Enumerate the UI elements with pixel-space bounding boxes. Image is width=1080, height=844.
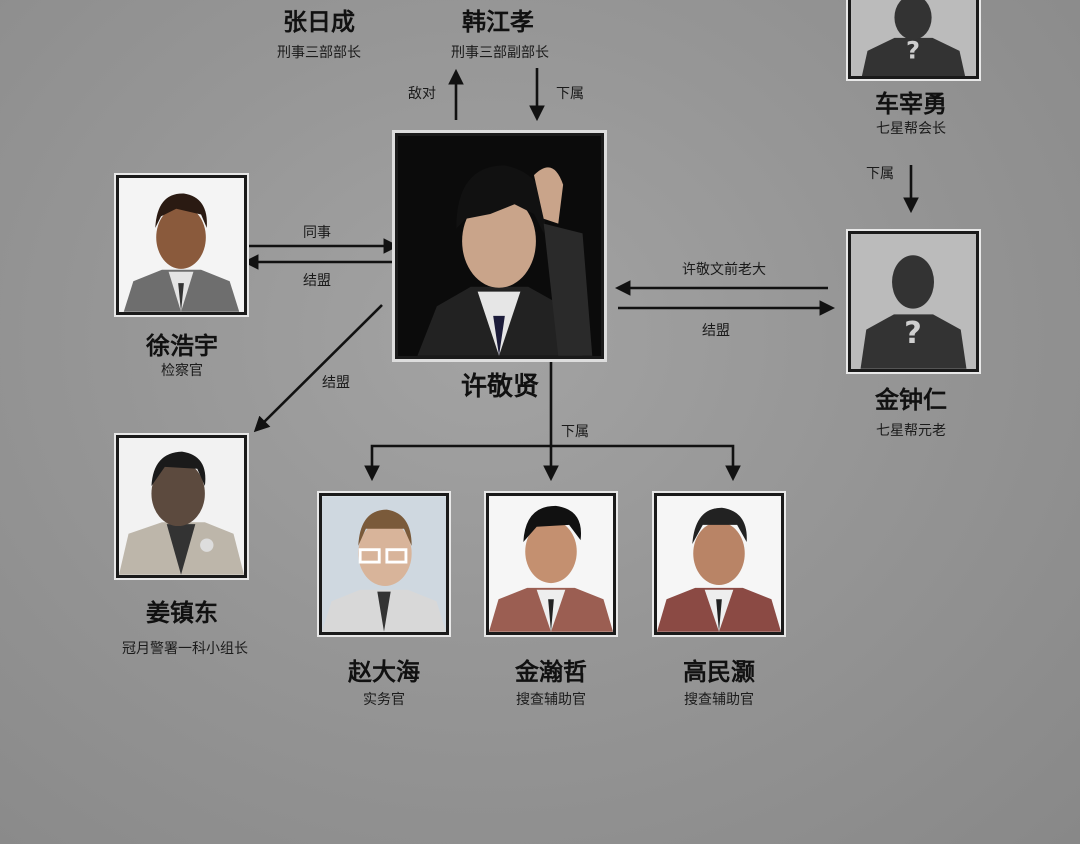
label-enemy: 敌对 [408,86,436,102]
label-alliance-xu: 结盟 [303,273,331,289]
name-xu-haoyu: 徐浩宇 [146,331,218,360]
portrait-gao-minhao [652,491,786,637]
name-han: 韩江孝 [462,7,534,36]
title-xu-haoyu: 检察官 [161,363,203,379]
name-gao: 高民灏 [683,657,755,686]
title-gao: 搜查辅助官 [684,692,754,708]
name-che: 车宰勇 [875,89,947,118]
label-han-sub: 下属 [556,86,584,102]
portrait-jiang-zhendong [114,433,249,580]
name-xu-jingxian: 许敬贤 [460,372,540,402]
label-colleague: 同事 [303,225,331,241]
label-che-sub: 下属 [866,166,894,182]
portrait-kim-hanzhe [484,491,618,637]
branch-line [370,444,735,478]
label-subordinates: 下属 [561,424,589,440]
label-alliance-jiang: 结盟 [322,375,350,391]
title-kim-zhongren: 七星帮元老 [876,423,946,439]
svg-text:?: ? [904,316,922,351]
portrait-xu-haoyu [114,173,249,317]
title-zhang: 刑事三部部长 [277,45,361,61]
title-zhao: 实务官 [363,692,405,708]
label-former-boss: 许敬文前老大 [682,262,766,278]
title-han: 刑事三部副部长 [451,45,549,61]
label-alliance-kim: 结盟 [702,323,730,339]
name-kim-hanzhe: 金瀚哲 [515,657,587,686]
title-jiang: 冠月警署一科小组长 [122,641,248,657]
portrait-che-zaiyong: ? [846,0,981,81]
portrait-xu-jingxian [392,130,607,362]
arrow-alliance-jiang [253,304,383,433]
name-jiang: 姜镇东 [146,598,218,627]
svg-text:?: ? [906,36,920,64]
name-zhao: 赵大海 [348,657,420,686]
name-zhang: 张日成 [283,7,355,36]
portrait-zhao-dahai [317,491,451,637]
name-kim-zhongren: 金钟仁 [875,385,947,414]
title-kim-hanzhe: 搜查辅助官 [516,692,586,708]
portrait-kim-zhongren: ? [846,229,981,374]
title-che: 七星帮会长 [876,121,946,137]
